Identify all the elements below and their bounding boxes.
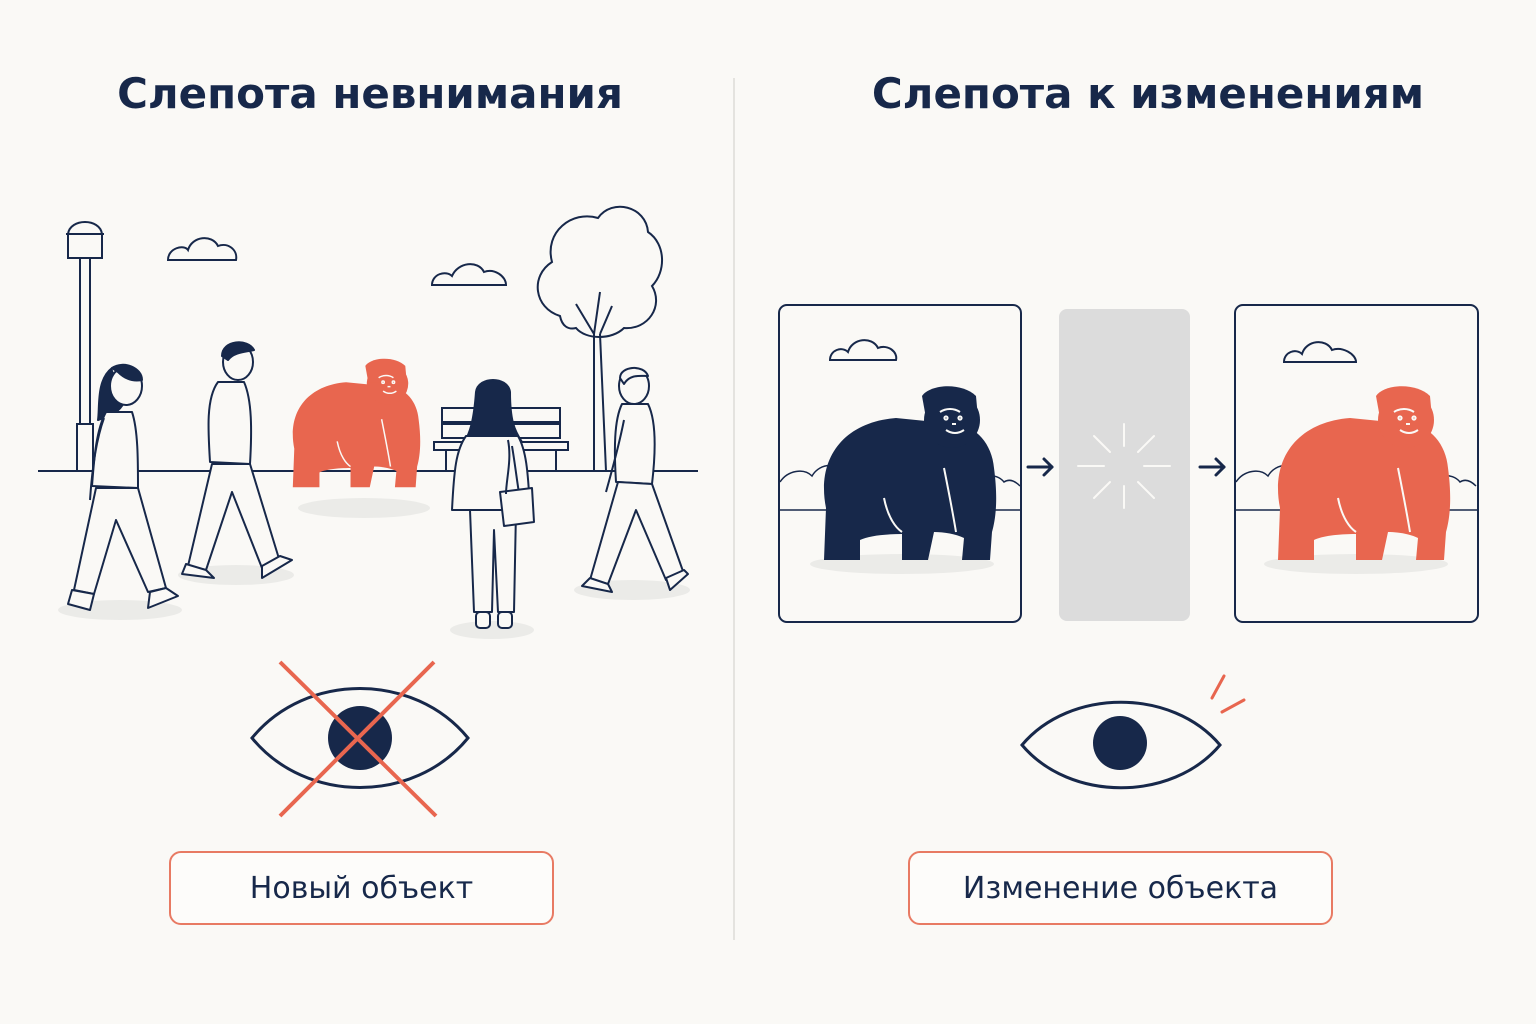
- person-woman-walking: [67, 363, 179, 611]
- gorilla-orange-hidden: [292, 358, 421, 488]
- label-object-change: Изменение объекта: [908, 851, 1333, 925]
- panel-divider: [733, 78, 735, 940]
- street-lamp: [66, 221, 104, 472]
- label-object-change-text: Изменение объекта: [962, 870, 1279, 906]
- tree: [536, 205, 664, 472]
- frame-after: [1234, 304, 1479, 623]
- eye-noticing-icon: [1020, 674, 1246, 790]
- eye-crossed-icon: [250, 660, 470, 818]
- label-new-object-text: Новый объект: [249, 870, 474, 906]
- person-woman-standing: [451, 379, 535, 629]
- person-man-walking: [181, 341, 293, 579]
- label-new-object: Новый объект: [169, 851, 554, 925]
- title-inattentional-blindness: Слепота невнимания: [117, 69, 623, 118]
- arrow-right-icon: [1198, 457, 1226, 477]
- cloud: [166, 237, 238, 261]
- title-change-blindness: Слепота к изменениям: [871, 69, 1425, 118]
- park-scene: [38, 205, 698, 639]
- person-man-walking-right: [581, 367, 689, 593]
- arrow-right-icon: [1026, 457, 1054, 477]
- cloud: [430, 263, 508, 286]
- frame-flicker-blank: [1059, 309, 1190, 621]
- frame-before: [778, 304, 1022, 623]
